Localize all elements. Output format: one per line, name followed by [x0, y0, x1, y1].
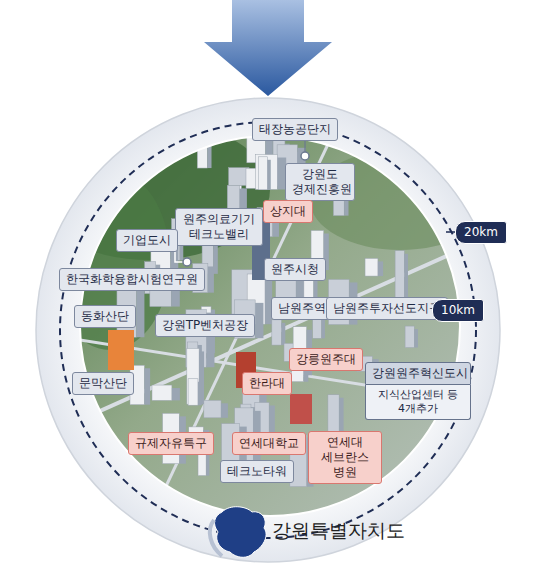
node-label: 남원주투자선도지구 [326, 297, 448, 320]
node-label: 동화산단 [74, 305, 136, 328]
region-name: 강원특별자치도 [272, 518, 405, 544]
node-label: 20km [455, 221, 507, 244]
place-box: 문막산단 [72, 372, 134, 395]
place-box: 테크노타워 [220, 460, 294, 483]
node-label: 상지대 [263, 200, 313, 223]
place-box: 동화산단 [74, 305, 136, 328]
node-label: 연세대학교 [232, 432, 306, 455]
leader-line [304, 141, 305, 152]
node-label: 10km [432, 299, 484, 322]
node-label: 원주의료기기 테크노밸리 [175, 208, 263, 246]
outer-circle [36, 98, 500, 562]
university-box: 연세대학교 [232, 432, 306, 455]
map-region [215, 507, 267, 558]
node-label: 강원TP벤처공장 [155, 314, 256, 337]
place-box: 남원주역 [271, 297, 333, 320]
node-label: 연세대 세브란스 병원 [308, 431, 382, 484]
highlight-box: 강원원주혁신도시지식산업센터 등 4개추가 [365, 362, 471, 420]
distance-badge: 20km [455, 221, 507, 244]
node-label: 강원원주혁신도시 [365, 362, 471, 385]
node-label: 기업도시 [116, 229, 178, 252]
place-box: 원주시청 [264, 258, 326, 281]
map-outline [210, 520, 222, 556]
node-label: 강릉원주대 [289, 348, 363, 371]
place-box: 태장농공단지 [252, 118, 338, 141]
place-box: 한국화학융합시험연구원 [59, 268, 205, 291]
node-label: 테크노타워 [220, 460, 294, 483]
node-label: 강원도 경제진흥원 [285, 163, 355, 201]
inner-circle [80, 136, 460, 516]
place-box: 남원주투자선도지구 [326, 297, 448, 320]
university-box: 강릉원주대 [289, 348, 363, 371]
leader-line [175, 251, 183, 262]
node-label: 태장농공단지 [252, 118, 338, 141]
place-box: 원주의료기기 테크노밸리 [175, 208, 263, 246]
place-box: 강원도 경제진흥원 [285, 163, 355, 201]
pin-dot [183, 258, 191, 266]
node-label: 규제자유특구 [128, 432, 214, 455]
university-box: 규제자유특구 [128, 432, 214, 455]
university-box: 상지대 [263, 200, 313, 223]
node-note: 지식산업센터 등 4개추가 [365, 385, 471, 420]
down-arrow [204, 0, 332, 96]
node-label: 원주시청 [264, 258, 326, 281]
dashed-circle [60, 122, 476, 538]
place-box: 기업도시 [116, 229, 178, 252]
university-box: 한라대 [242, 372, 292, 395]
pin-dot [301, 152, 309, 160]
node-label: 남원주역 [271, 297, 333, 320]
place-box: 강원TP벤처공장 [155, 314, 256, 337]
node-label: 한라대 [242, 372, 292, 395]
distance-badge: 10km [432, 299, 484, 322]
node-label: 한국화학융합시험연구원 [59, 268, 205, 291]
university-box: 연세대 세브란스 병원 [308, 431, 382, 484]
node-label: 문막산단 [72, 372, 134, 395]
city-picture [30, 120, 490, 530]
